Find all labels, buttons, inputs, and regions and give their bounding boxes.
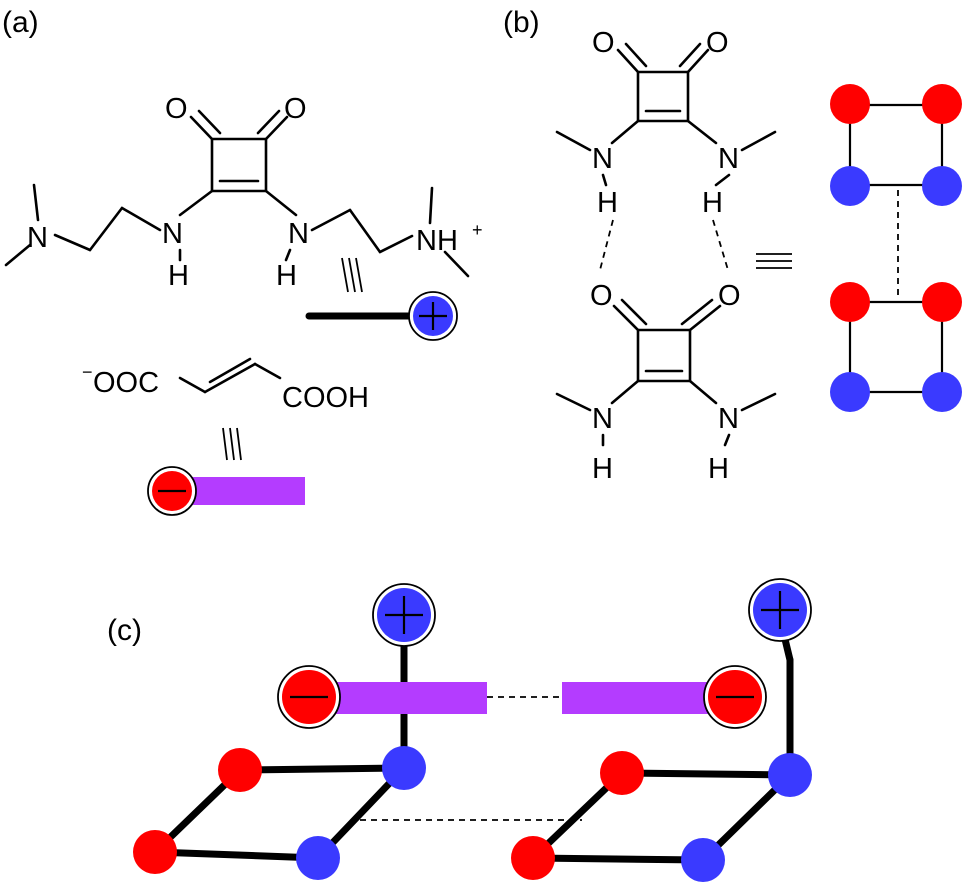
nitrogen-bottom-right-b: N	[718, 403, 739, 435]
panel-a-label: (a)	[2, 6, 39, 39]
minus-circle-icon	[147, 466, 197, 516]
hydrogen-right-a: H	[276, 260, 297, 292]
squaramide-bottom-b: O O N N H H	[555, 280, 777, 485]
left-assembly	[133, 583, 487, 880]
blue-node	[830, 372, 870, 412]
blue-node	[681, 838, 725, 882]
blue-node	[296, 836, 340, 880]
red-node	[922, 282, 962, 322]
blue-node	[922, 166, 962, 206]
nitrogen-bottom-left-b: N	[592, 403, 613, 435]
oxygen-left-a: O	[165, 93, 188, 125]
red-node	[511, 836, 555, 880]
schematic-dimer	[830, 84, 962, 412]
blue-node	[382, 746, 426, 790]
fumarate-molecule: − OOC COOH	[82, 357, 369, 414]
plus-circle-icon	[748, 578, 812, 642]
equivalent-sign-cation	[341, 257, 363, 293]
oxygen-top-right-b: O	[706, 27, 729, 59]
panel-b-label: (b)	[503, 6, 540, 39]
red-node	[830, 84, 870, 124]
red-node	[922, 84, 962, 124]
blue-node	[768, 753, 812, 797]
squaramide-top-b: O O N N H H	[555, 27, 777, 219]
right-assembly	[511, 578, 812, 882]
oxygen-bottom-right-b: O	[718, 280, 741, 312]
red-node	[600, 751, 644, 795]
equivalent-sign-b	[756, 253, 792, 269]
ammonium-charge: +	[472, 220, 483, 240]
oxygen-right-a: O	[284, 93, 307, 125]
nitrogen-right-a: N	[288, 218, 309, 250]
panel-c: (c)	[107, 578, 812, 882]
blue-node	[830, 166, 870, 206]
hydrogen-bottom-right-b: H	[708, 453, 729, 485]
left-amine-chain: N H N	[4, 183, 189, 292]
red-node	[830, 282, 870, 322]
right-ammonium-chain: N H NH +	[276, 186, 483, 292]
plus-circle-icon	[408, 291, 458, 341]
cation-rod-symbol	[305, 291, 458, 341]
plus-circle-icon	[372, 583, 436, 647]
oxygen-bottom-left-b: O	[590, 280, 613, 312]
panel-c-label: (c)	[107, 614, 142, 647]
panel-b: (b) O O N N H H O O	[503, 6, 962, 485]
fumarate-charge: −	[82, 362, 93, 382]
hydrogen-bond-left	[599, 219, 614, 271]
hydrogen-bottom-left-b: H	[592, 453, 613, 485]
blue-node	[922, 372, 962, 412]
nitrogen-top-right-b: N	[718, 143, 739, 175]
nitrogen-dimethyl-left: N	[27, 222, 48, 254]
oxygen-top-left-b: O	[592, 27, 615, 59]
equivalent-sign-anion	[222, 427, 242, 461]
minus-circle-icon	[277, 665, 341, 729]
minus-circle-icon	[703, 665, 767, 729]
hydrogen-bond-right	[712, 219, 729, 271]
hydrogen-top-right-b: H	[702, 187, 723, 219]
nitrogen-left-a: N	[162, 218, 183, 250]
panel-a: (a) O O N H N N H	[2, 6, 483, 516]
squaramide-a: O O	[165, 93, 307, 217]
hydrogen-left-a: H	[168, 260, 189, 292]
fumarate-acid: COOH	[282, 382, 369, 414]
hydrogen-top-left-b: H	[597, 187, 618, 219]
fumarate-carboxylate: OOC	[93, 367, 159, 399]
ammonium-nh: NH	[416, 225, 458, 257]
anion-rod-symbol	[147, 466, 305, 516]
red-node	[133, 830, 177, 874]
red-node	[218, 748, 262, 792]
nitrogen-top-left-b: N	[592, 143, 613, 175]
